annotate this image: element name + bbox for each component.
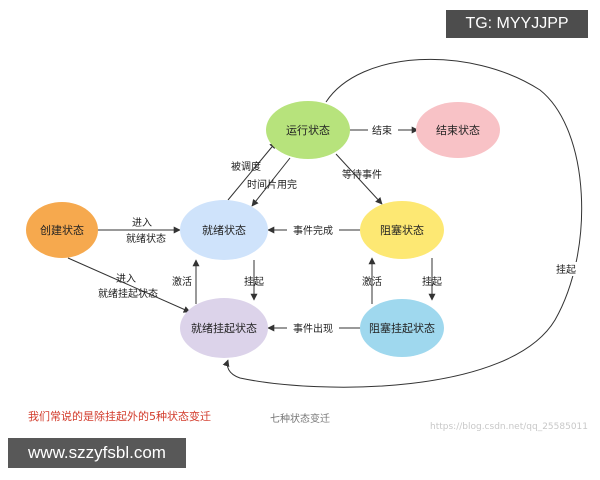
edge-label-create-ready-1: 进入 [132,217,152,229]
state-ready-label: 就绪状态 [202,223,246,237]
diagram-caption: 七种状态变迁 [270,414,330,425]
edge-label-bs-blocked: 激活 [362,275,382,288]
state-running: 运行状态 [266,101,350,159]
state-blocked: 阻塞状态 [360,201,444,259]
state-ready-suspended: 就绪挂起状态 [180,298,268,358]
edge-label-bs-rs: 事件出现 [293,322,333,335]
watermark-top: TG: MYYJJPP [446,10,588,38]
edge-label-blocked-ready: 事件完成 [293,224,333,237]
edge-label-create-rs-2: 就绪挂起状态 [98,287,158,300]
note-text: 我们常说的是除挂起外的5种状态变迁 [28,410,211,423]
edge-label-blocked-bs: 挂起 [422,275,442,288]
edge-label-running-rs: 挂起 [556,263,576,276]
edge-label-running-blocked: 等待事件 [342,168,382,181]
state-create: 创建状态 [26,202,98,258]
state-blocked-label: 阻塞状态 [380,223,424,237]
edge-label-rs-ready: 激活 [172,275,192,288]
edge-label-create-rs-1: 进入 [116,273,136,285]
state-end: 结束状态 [416,102,500,158]
edge-label-running-end: 结束 [372,124,392,137]
url-watermark: https://blog.csdn.net/qq_25585011 [430,422,589,432]
state-end-label: 结束状态 [436,123,480,137]
edge-label-create-ready-2: 就绪状态 [126,232,166,245]
edge-label-running-ready: 时间片用完 [247,178,297,191]
edge-ready-to-running [227,141,277,201]
edge-running-to-ready-suspended [222,58,583,388]
edge-running-to-ready [251,157,291,207]
edge-running-to-blocked [335,153,383,205]
state-blocked-suspended: 阻塞挂起状态 [360,299,444,357]
watermark-bottom: www.szzyfsbl.com [8,438,186,468]
state-blocked-suspended-label: 阻塞挂起状态 [369,321,435,335]
state-ready: 就绪状态 [180,200,268,260]
state-ready-suspended-label: 就绪挂起状态 [191,321,257,335]
edge-create-to-ready-suspended [67,257,191,313]
state-running-label: 运行状态 [286,123,330,137]
state-create-label: 创建状态 [40,223,84,237]
edge-label-ready-rs: 挂起 [244,275,264,288]
edge-label-ready-running: 被调度 [231,160,261,173]
